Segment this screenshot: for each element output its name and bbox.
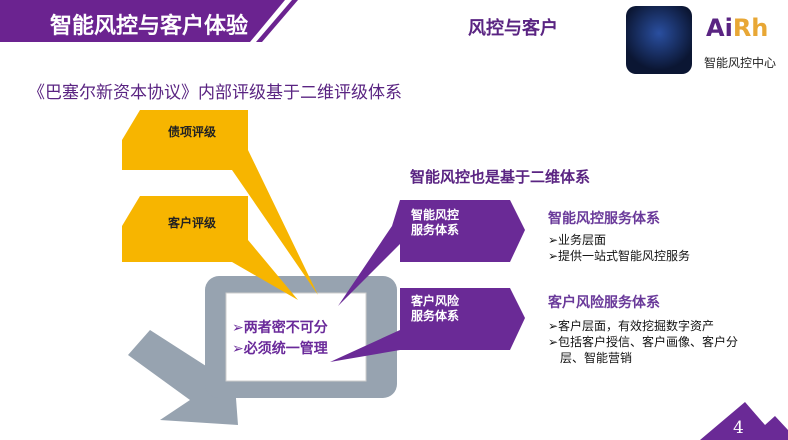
list-item: ➢包括客户授信、客户画像、客户分 (548, 335, 739, 349)
screen-line: ➢必须统一管理 (232, 341, 328, 357)
callout-customer-rating: 客户评级 (168, 216, 217, 230)
purple-callout-2 (330, 288, 525, 362)
list-item: ➢业务层面 (548, 233, 607, 247)
header-slash (256, 0, 298, 42)
page-title: 智能风控与客户体验 (50, 14, 249, 39)
page-mountain (700, 402, 788, 440)
brand-logo: AiRh (706, 14, 768, 42)
tag-risk-service: 智能风控服务体系 (411, 208, 460, 237)
tag-customer-service: 客户风险服务体系 (411, 294, 460, 323)
page-number: 4 (733, 418, 744, 438)
yellow-callout-2 (122, 196, 298, 300)
block-heading: 客户风险服务体系 (548, 295, 660, 311)
yellow-callout-1 (122, 110, 318, 295)
brand-center: 智能风控中心 (704, 56, 777, 70)
risk-service-block: 智能风控服务体系 ➢业务层面 ➢提供一站式智能风控服务 (548, 208, 690, 264)
subtitle: 《巴塞尔新资本协议》内部评级基于二维评级体系 (28, 83, 402, 103)
section-title: 风控与客户 (468, 18, 558, 39)
list-item: 层、智能营销 (560, 351, 633, 365)
pointer-arrow (128, 330, 238, 425)
block-heading: 智能风控服务体系 (548, 211, 660, 227)
callout-debt-rating: 债项评级 (168, 125, 217, 139)
purple-callout-1 (338, 200, 525, 306)
brand-a: Ai (706, 14, 733, 42)
tablet-screen (225, 292, 367, 382)
brand-b: Rh (732, 14, 769, 42)
list-item: ➢提供一站式智能风控服务 (548, 249, 691, 263)
screen-line: ➢两者密不可分 (232, 320, 328, 336)
list-item: ➢客户层面，有效挖掘数字资产 (548, 319, 715, 333)
screen-text: ➢两者密不可分 ➢必须统一管理 (232, 318, 328, 360)
middle-title: 智能风控也是基于二维体系 (410, 168, 591, 186)
customer-service-block: 客户风险服务体系 ➢客户层面，有效挖掘数字资产 ➢包括客户授信、客户画像、客户分… (548, 292, 738, 366)
header-bar (0, 0, 285, 42)
app-logo (626, 6, 692, 74)
